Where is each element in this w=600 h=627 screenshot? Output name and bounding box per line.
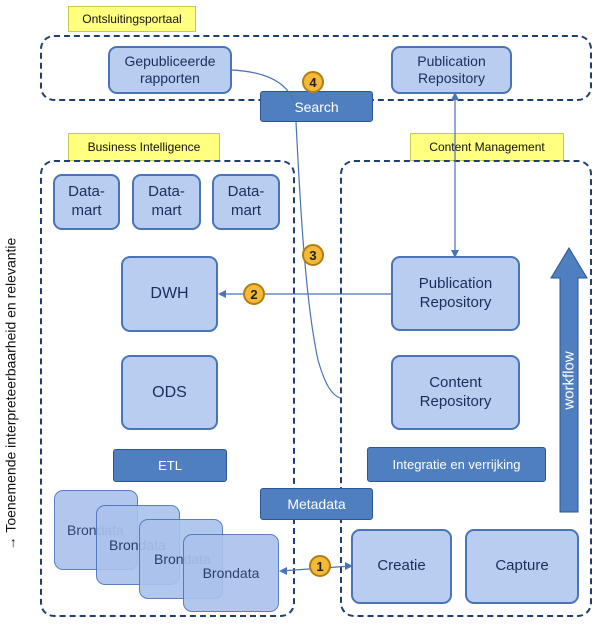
content-repository-box: Content Repository [391,355,520,430]
business-intelligence-container [40,160,295,617]
step-1-badge: 1 [309,555,331,577]
publication-repository-box: Publication Repository [391,256,520,331]
search-metadata-curve [295,121,341,399]
etl-bar: ETL [113,449,227,482]
publication-link-arrowhead-up [451,92,459,100]
content-management-label: Content Management [410,133,564,161]
creatie-arrowhead [345,562,353,570]
brondata-box-4: Brondata [183,534,279,612]
step-4-badge: 4 [302,71,324,93]
datamart-box-2: Data- mart [132,174,201,230]
gepubliceerde-rapporten-box: Gepubliceerde rapporten [108,46,232,94]
metadata-bar: Metadata [260,488,373,520]
dwh-box: DWH [121,256,218,332]
publication-repository-top-box: Publication Repository [391,46,512,94]
step-3-badge: 3 [302,244,324,266]
search-button[interactable]: Search [260,91,373,122]
content-management-container [340,160,592,617]
integratie-verrijking-bar: Integratie en verrijking [367,447,546,482]
datamart-box-3: Data- mart [212,174,280,230]
capture-box: Capture [465,529,579,604]
search-gepubliceerde-line [231,69,297,111]
workflow-arrow [550,247,588,513]
ods-box: ODS [121,355,218,430]
creatie-box: Creatie [351,529,452,604]
brondata-arrowhead [279,567,287,575]
publication-dwh-arrowhead [218,290,226,298]
ontsluitingsportaal-label: Ontsluitingsportaal [68,6,196,32]
side-label: → Toenemende interpreteerbaarheid en rel… [2,237,18,551]
step-2-badge: 2 [243,283,265,305]
publication-link-arrowhead-down [451,250,459,258]
datamart-box-1: Data- mart [53,174,120,230]
workflow-label: workflow [560,350,578,410]
